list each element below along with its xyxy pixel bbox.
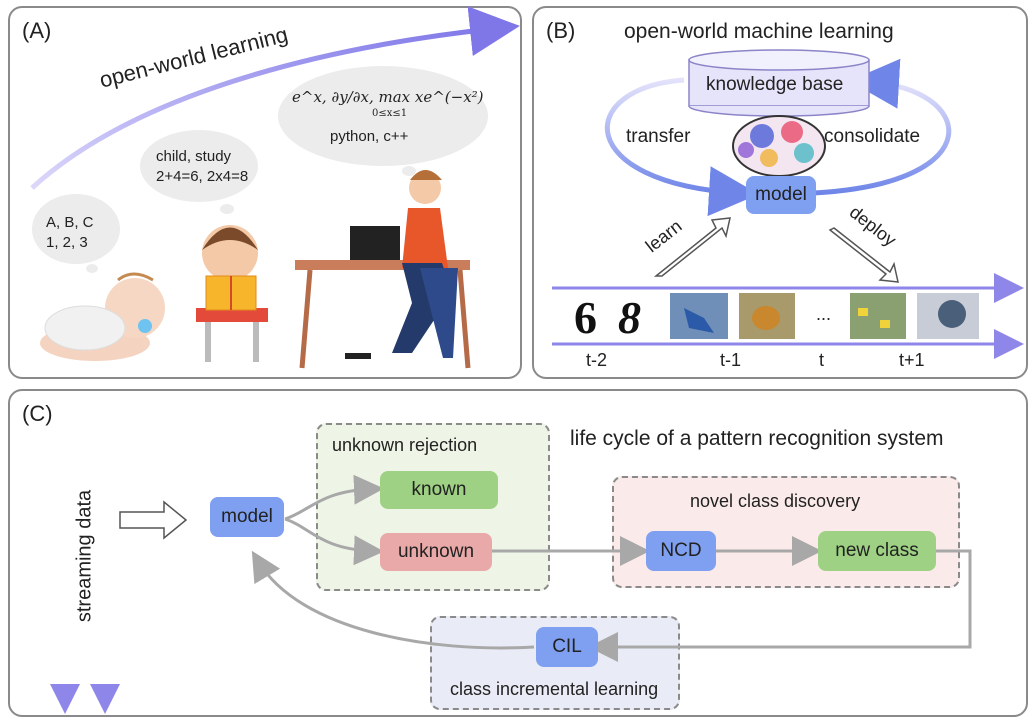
child-illustration — [196, 225, 268, 362]
cil-to-model — [251, 550, 535, 650]
panel-a: (A) open-world learning A, B, C 1, 2, 3 … — [8, 6, 522, 379]
panel-b-graphics: 6 8 — [552, 49, 1024, 359]
panel-b-title: open-world machine learning — [624, 20, 894, 43]
known-box: known — [380, 471, 498, 509]
svg-text:6: 6 — [574, 292, 597, 343]
brain-icon — [732, 115, 826, 177]
model-to-known — [284, 474, 384, 521]
bubble-baby-tail — [86, 264, 98, 273]
model-box-c: model — [210, 497, 284, 537]
adult-illustration — [295, 170, 471, 369]
ellipsis-label: ... — [816, 304, 832, 324]
panel-c: (C) life cycle of a pattern recognition … — [8, 389, 1028, 717]
bubble-child-line2: 2+4=6, 2x4=8 — [156, 168, 249, 185]
bubble-baby-line1: A, B, C — [46, 214, 94, 231]
model-box-b: model — [746, 176, 816, 214]
bubble-baby — [32, 194, 120, 264]
learn-arrow — [653, 217, 731, 277]
panel-b: 6 8 (B) open-world machine learning know… — [532, 6, 1028, 379]
bubble-child — [140, 130, 258, 202]
transfer-label: transfer — [626, 126, 691, 147]
bubble-adult — [278, 66, 488, 166]
data-thumbnails: 6 8 — [574, 292, 979, 343]
timeline-label-3: t+1 — [899, 350, 925, 370]
bubble-adult-code: python, c++ — [330, 128, 409, 145]
novel-class-discovery-label: novel class discovery — [690, 491, 861, 511]
cil-box: CIL — [536, 627, 598, 667]
class-incremental-label: class incremental learning — [450, 679, 659, 699]
input-hollow-arrow — [119, 500, 188, 540]
consolidate-arc — [813, 58, 952, 196]
bubble-adult-math-sub: 0≤x≤1 — [372, 108, 408, 119]
model-to-unknown — [284, 517, 384, 566]
timeline-label-0: t-2 — [586, 350, 608, 370]
bubble-child-line1: child, study — [156, 148, 232, 165]
streaming-data-label: streaming data — [73, 489, 96, 623]
timeline-label-2: t — [819, 350, 825, 370]
panel-c-title: life cycle of a pattern recognition syst… — [570, 427, 944, 450]
panel-c-graphics — [50, 413, 972, 714]
panel-c-label: (C) — [22, 401, 53, 426]
unknown-box: unknown — [380, 533, 492, 571]
svg-text:8: 8 — [618, 292, 641, 343]
new-class-box: new class — [818, 531, 936, 571]
transfer-arc — [604, 77, 759, 217]
bubble-adult-math: e^x, ∂y/∂x, max xe^(−x²) — [292, 88, 484, 106]
bubble-baby-line2: 1, 2, 3 — [46, 234, 88, 251]
panel-a-graphics — [30, 6, 520, 369]
panel-a-label: (A) — [22, 18, 52, 43]
panel-b-label: (B) — [546, 18, 576, 43]
baby-illustration — [40, 272, 165, 361]
bubble-child-tail — [220, 204, 234, 214]
trend-arrow — [30, 6, 520, 190]
unknown-rejection-label: unknown rejection — [332, 435, 478, 455]
bubble-adult-tail — [402, 166, 416, 176]
timeline-label-1: t-1 — [720, 350, 742, 370]
consolidate-label: consolidate — [824, 126, 921, 147]
deploy-arrow — [828, 227, 899, 283]
newclass-to-cil — [588, 549, 972, 662]
knowledge-base-label: knowledge base — [706, 74, 844, 95]
ncd-box: NCD — [646, 531, 716, 571]
